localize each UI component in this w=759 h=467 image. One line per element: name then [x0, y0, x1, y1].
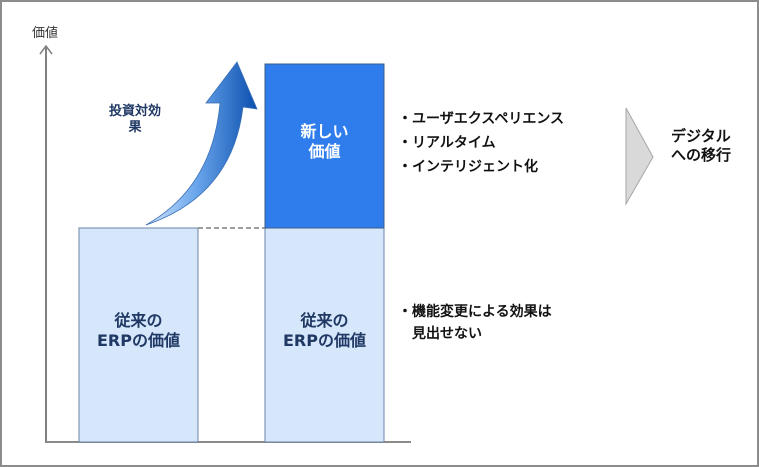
- legacy-erp-label-left: 従来の ERPの価値: [79, 311, 198, 351]
- legacy-erp-label-right-line2: ERPの価値: [283, 331, 366, 350]
- legacy-erp-label-left-line1: 従来の: [114, 311, 163, 330]
- roi-label-line2: 果: [128, 120, 142, 136]
- legacy-erp-bar-left: [78, 227, 199, 443]
- roi-label: 投資対効 果: [100, 104, 170, 137]
- bullet-item: ・インテリジェント化: [398, 159, 538, 175]
- chevron-right-icon: [625, 107, 654, 206]
- y-axis-label: 価値: [32, 26, 59, 41]
- legacy-erp-label-right: 従来の ERPの価値: [265, 311, 384, 351]
- legacy-erp-label-right-line1: 従来の: [300, 311, 349, 330]
- transition-label-line2: への移行: [671, 145, 732, 164]
- digital-transition-label: デジタル への移行: [671, 127, 731, 165]
- bullet-item: ・機能変更による効果は: [398, 304, 552, 320]
- roi-label-line1: 投資対効: [108, 104, 161, 119]
- roi-curved-arrow-icon: [145, 61, 258, 226]
- legacy-erp-label-left-line2: ERPの価値: [97, 331, 180, 350]
- bullet-item-continuation: 見出せない: [412, 326, 482, 342]
- y-axis-arrowhead-icon: [39, 44, 53, 55]
- bullet-item: ・リアルタイム: [398, 135, 496, 151]
- bullet-item: ・ユーザエクスペリエンス: [398, 111, 565, 127]
- legacy-bullets: ・機能変更による効果は 見出せない: [398, 301, 552, 345]
- legacy-erp-bar-right: [264, 227, 385, 443]
- new-value-label-line1: 新しい: [300, 122, 349, 141]
- new-value-label: 新しい 価値: [265, 122, 384, 162]
- transition-label-line1: デジタル: [671, 127, 731, 145]
- new-value-bar: [264, 63, 385, 229]
- new-value-bullets: ・ユーザエクスペリエンス ・リアルタイム ・インテリジェント化: [398, 107, 564, 179]
- new-value-label-line2: 価値: [308, 142, 341, 161]
